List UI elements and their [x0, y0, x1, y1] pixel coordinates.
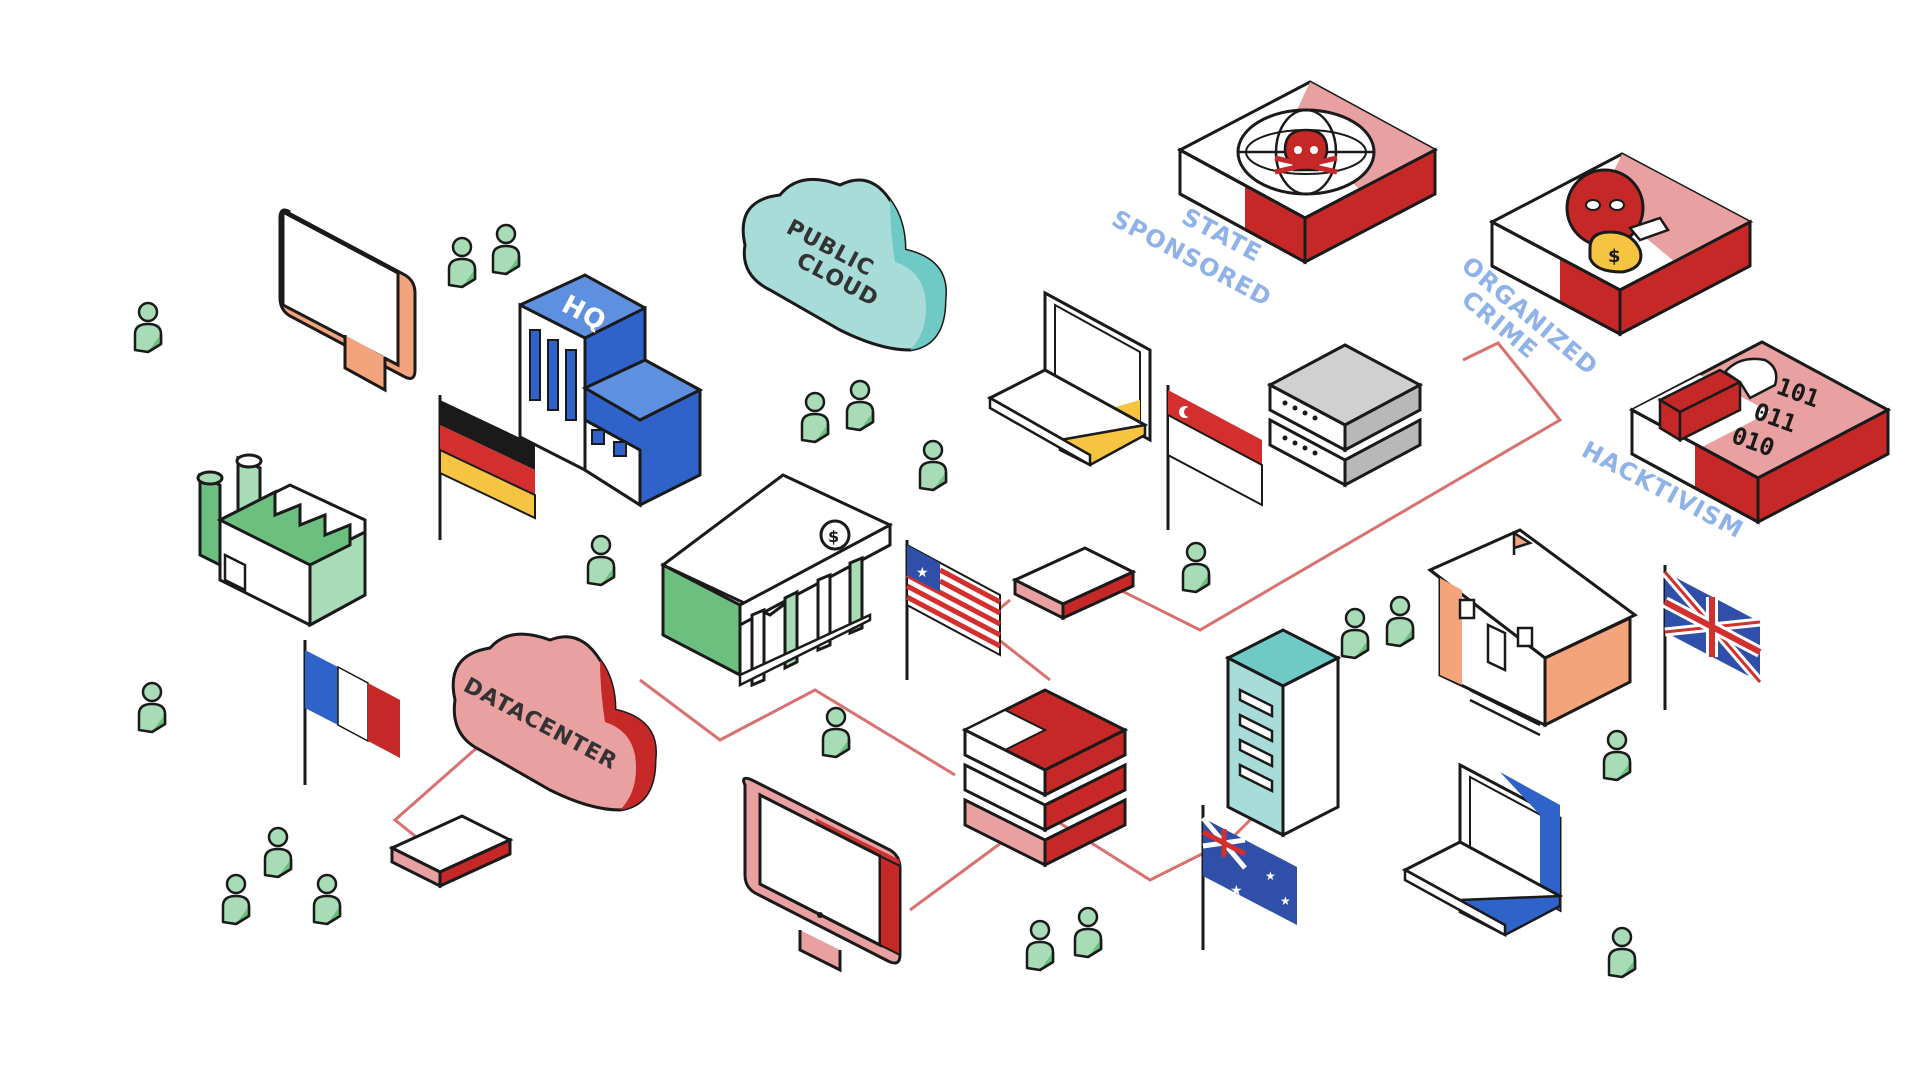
flag-france-icon: [303, 640, 400, 785]
bank-dollar-sign: $: [828, 527, 839, 546]
svg-text:★: ★: [916, 565, 929, 581]
person-icon: [137, 681, 167, 734]
person-icon: [800, 391, 830, 444]
public-cloud-icon: PUBLIC CLOUD: [741, 177, 947, 352]
person-icon: [821, 706, 851, 759]
monitor-icon: [742, 776, 902, 973]
flag-singapore-icon: [1166, 385, 1263, 530]
person-icon: [1340, 607, 1370, 660]
person-icon: [263, 826, 293, 879]
flag-germany-icon: [438, 395, 536, 540]
server-stack-icon: [961, 688, 1129, 868]
datacenter-cloud-icon: DATACENTER: [451, 632, 657, 812]
person-icon: [133, 301, 163, 354]
hq-building-icon: HQ: [518, 273, 704, 508]
threat-tile-hacktivism: [1628, 340, 1892, 525]
laptop-icon: [1401, 762, 1564, 938]
globe-skull-icon: [1236, 108, 1376, 196]
tower-server-icon: [1224, 628, 1342, 838]
house-icon: [1427, 528, 1638, 737]
monitor-icon: [278, 208, 417, 393]
moneybag-dollar-sign: $: [1608, 246, 1621, 267]
server-stack-icon: [1266, 343, 1424, 488]
person-icon: [1385, 595, 1415, 648]
person-icon: [1607, 926, 1637, 979]
factory-icon: [196, 453, 367, 628]
bank-icon: $: [660, 473, 893, 688]
person-icon: [1025, 919, 1055, 972]
flag-liberia-icon: ★: [905, 540, 1002, 680]
person-icon: [491, 223, 521, 276]
flag-uk-icon: [1661, 565, 1764, 710]
flag-australia-icon: ★ ★ ★: [1201, 805, 1297, 950]
person-icon: [586, 534, 616, 587]
person-icon: [1602, 729, 1632, 782]
network-links: [392, 341, 1563, 912]
svg-text:★: ★: [1265, 869, 1276, 883]
person-icon: [312, 873, 342, 926]
router-icon: [388, 814, 514, 889]
person-icon: [845, 379, 875, 432]
router-icon: [1011, 546, 1137, 621]
mask-moneybag-icon: $: [1565, 168, 1670, 274]
svg-text:★: ★: [1280, 894, 1291, 908]
person-icon: [1181, 541, 1211, 594]
person-icon: [447, 236, 477, 289]
svg-text:★: ★: [1230, 883, 1243, 899]
laptop-icon: [986, 290, 1152, 468]
person-icon: [1073, 906, 1103, 959]
person-icon: [221, 873, 251, 926]
person-icon: [918, 439, 948, 492]
